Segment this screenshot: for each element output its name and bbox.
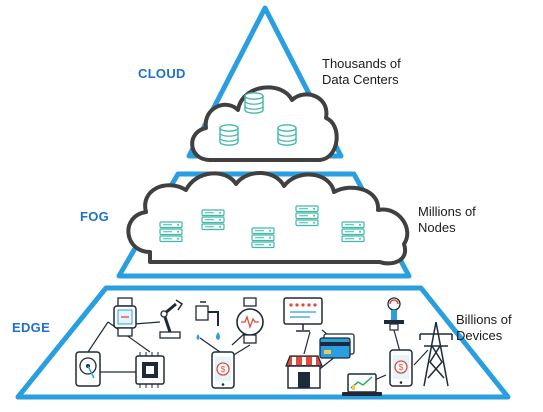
svg-text:$: $: [221, 365, 226, 374]
server-rack-icon: [159, 221, 183, 243]
smartphone-icon: $: [389, 349, 413, 387]
hard-drive-icon: [75, 351, 101, 387]
thermometer-icon: [384, 297, 404, 331]
server-rack-icon: [251, 227, 275, 249]
heart-monitor-watch-icon: [236, 297, 264, 344]
cloud-scale-line: Thousands of: [322, 56, 401, 71]
edge-scale-line: Billions of: [456, 312, 512, 327]
cloud-scale-description: Thousands of Data Centers: [322, 56, 401, 88]
edge-scale-line: Devices: [456, 328, 503, 343]
credit-card-icon: [319, 333, 355, 359]
server-rack-icon: [295, 205, 319, 227]
fog-tier-cloud: [126, 170, 410, 266]
fog-scale-description: Millions of Nodes: [418, 204, 476, 236]
water-tap-icon: [195, 301, 220, 340]
monitor-icon: [283, 297, 323, 332]
edge-scale-description: Billions of Devices: [456, 312, 512, 344]
cloud-tier-cloud: [190, 85, 339, 162]
server-rack-icon: [201, 209, 225, 231]
cloud-tier-label: CLOUD: [138, 66, 186, 81]
fog-scale-line: Nodes: [418, 220, 456, 235]
circuit-board-icon: [135, 352, 165, 388]
cloud-scale-line: Data Centers: [322, 72, 399, 87]
edge-tier-label: EDGE: [12, 320, 51, 335]
laptop-chart-icon: [342, 373, 382, 396]
smartwatch-icon: [113, 297, 137, 337]
smartphone-icon: $: [211, 351, 235, 389]
svg-text:$: $: [399, 363, 404, 372]
robot-arm-icon: [159, 299, 184, 339]
fog-tier-label: FOG: [80, 209, 110, 224]
fog-scale-line: Millions of: [418, 204, 476, 219]
server-rack-icon: [341, 221, 365, 243]
power-tower-icon: [419, 321, 453, 387]
store-icon: [285, 355, 323, 389]
